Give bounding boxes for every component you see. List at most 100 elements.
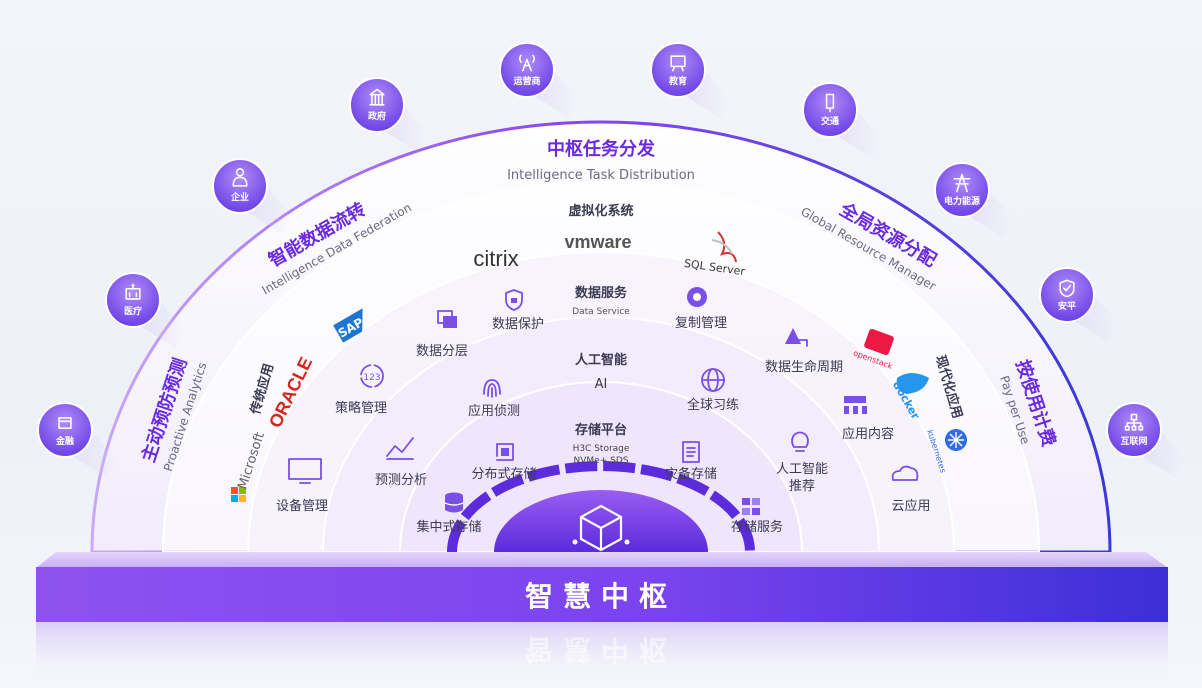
- lifecycle-icon: [785, 328, 808, 347]
- node-circle: [105, 272, 161, 328]
- ai-subtitle: AI: [595, 377, 608, 392]
- cloud-icon: [891, 465, 919, 481]
- centralized-storage-item: 集中式存储: [416, 492, 482, 535]
- node-label: 政府: [368, 110, 386, 122]
- node-label: 金融: [55, 435, 74, 447]
- svg-text:存储服务: 存储服务: [731, 519, 783, 535]
- industry-node: 运营商: [499, 42, 579, 118]
- shield-check-icon: [1059, 279, 1075, 298]
- app-content-icon: [844, 396, 867, 414]
- cloud-apps-item: 云应用: [891, 465, 931, 514]
- data-protection-item: 数据保护: [492, 289, 544, 332]
- svg-text:设备管理: 设备管理: [276, 498, 328, 514]
- data-services-section: 数据服务 Data Service 数据保护 复制管理 数据分层: [276, 285, 931, 514]
- network-icon: [1124, 413, 1144, 431]
- node-label: 安平: [1058, 300, 1076, 312]
- fingerprint-icon: [483, 379, 501, 398]
- node-label: 交通: [821, 115, 839, 127]
- base-title: 智慧中枢: [525, 580, 677, 613]
- core-ring: [447, 461, 755, 553]
- svg-text:复制管理: 复制管理: [675, 316, 727, 331]
- industry-node: 安平: [1039, 267, 1119, 343]
- government-building-icon: [369, 88, 385, 106]
- classroom-board-icon: [670, 55, 686, 72]
- hemisphere: [90, 120, 1112, 554]
- document-shield-icon: [682, 441, 700, 463]
- svg-text:预测分析: 预测分析: [375, 473, 427, 488]
- node-circle: [934, 162, 990, 218]
- industry-node: 医疗: [105, 272, 185, 348]
- data-services-title: 数据服务: [575, 285, 628, 301]
- svg-text:数据保护: 数据保护: [492, 317, 544, 332]
- policy-management-item: 123 策略管理: [335, 364, 387, 416]
- node-label: 医疗: [124, 305, 142, 317]
- node-circle: [499, 42, 555, 98]
- power-pylon-icon: [953, 173, 971, 193]
- layers-icon: [437, 310, 457, 328]
- industry-node: 教育: [650, 42, 730, 118]
- global-training-item: 全球习练: [687, 368, 739, 413]
- storage-platform-section: 存储平台 H3C Storage NVMe+ SDS 分布式存储 灾备存储 集中…: [416, 422, 783, 535]
- lightbulb-icon: [791, 431, 809, 452]
- replication-management-item: 复制管理: [675, 287, 727, 331]
- svg-text:应用侦测: 应用侦测: [468, 403, 520, 419]
- employee-icon: [232, 168, 248, 187]
- disaster-recovery-storage-item: 灾备存储: [665, 441, 717, 482]
- svg-text:人工智能: 人工智能: [776, 462, 828, 477]
- globe-icon: [701, 368, 725, 392]
- industry-node: 电力能源: [934, 162, 1014, 238]
- ai-section: 人工智能 AI 应用侦测 全球习练 人工智能 推荐: [468, 352, 828, 494]
- svg-text:灾备存储: 灾备存储: [665, 466, 717, 482]
- signal-tower-icon: [519, 54, 535, 72]
- svg-text:策略管理: 策略管理: [335, 400, 387, 416]
- device-management-item: 设备管理: [276, 458, 328, 514]
- svg-text:数据分层: 数据分层: [416, 344, 468, 359]
- industry-node: 企业: [212, 158, 292, 234]
- data-services-subtitle: Data Service: [572, 307, 630, 317]
- node-label: 运营商: [513, 75, 540, 87]
- svg-text:云应用: 云应用: [891, 498, 930, 514]
- base-platform: 智慧中枢: [36, 552, 1168, 622]
- database-icon: [444, 492, 464, 513]
- virtualization-title: 虚拟化系统: [568, 203, 633, 219]
- arc-title-top-cn: 中枢任务分发: [547, 138, 656, 160]
- distributed-storage-icon: [496, 443, 514, 461]
- citrix-logo: citrix: [473, 246, 518, 271]
- core-dome: [494, 490, 708, 552]
- industry-node: 互联网: [1106, 402, 1186, 478]
- node-circle: [1039, 267, 1095, 323]
- svg-text:全球习练: 全球习练: [687, 397, 739, 413]
- cube-icon: [572, 504, 630, 552]
- industry-node: 交通: [802, 82, 882, 158]
- svg-text:推荐: 推荐: [789, 479, 815, 494]
- node-label: 企业: [230, 191, 249, 203]
- node-label: 电力能源: [944, 195, 980, 207]
- cycle-123-icon: 123: [360, 364, 384, 388]
- node-circle: [37, 402, 93, 458]
- monitor-icon: [288, 458, 322, 484]
- line-chart-icon: [386, 437, 414, 460]
- gear-sync-icon: [687, 287, 707, 307]
- base-reflection: 智慧中枢: [36, 622, 1168, 682]
- arc-title-top: 中枢任务分发 Intelligence Task Distribution: [507, 138, 695, 183]
- storage-service-item: 存储服务: [731, 498, 783, 535]
- node-circle: [650, 42, 706, 98]
- predictive-analytics-item: 预测分析: [375, 437, 427, 488]
- hospital-icon: [125, 283, 141, 300]
- node-label: 互联网: [1120, 435, 1147, 447]
- arc-title-top-en: Intelligence Task Distribution: [507, 168, 695, 183]
- storage-platform-subtitle-1: H3C Storage: [573, 444, 630, 454]
- app-detection-item: 应用侦测: [468, 379, 520, 419]
- storage-service-icon: [742, 498, 760, 515]
- ai-title: 人工智能: [575, 352, 627, 368]
- data-tiering-item: 数据分层: [416, 310, 468, 359]
- industry-node: 政府: [349, 77, 429, 153]
- shield-lock-icon: [505, 289, 523, 311]
- base-title-reflection: 智慧中枢: [525, 633, 677, 666]
- svg-text:集中式存储: 集中式存储: [416, 519, 481, 535]
- storage-platform-title: 存储平台: [575, 422, 627, 438]
- vmware-logo: vmware: [564, 232, 631, 252]
- data-lifecycle-item: 数据生命周期: [765, 328, 843, 375]
